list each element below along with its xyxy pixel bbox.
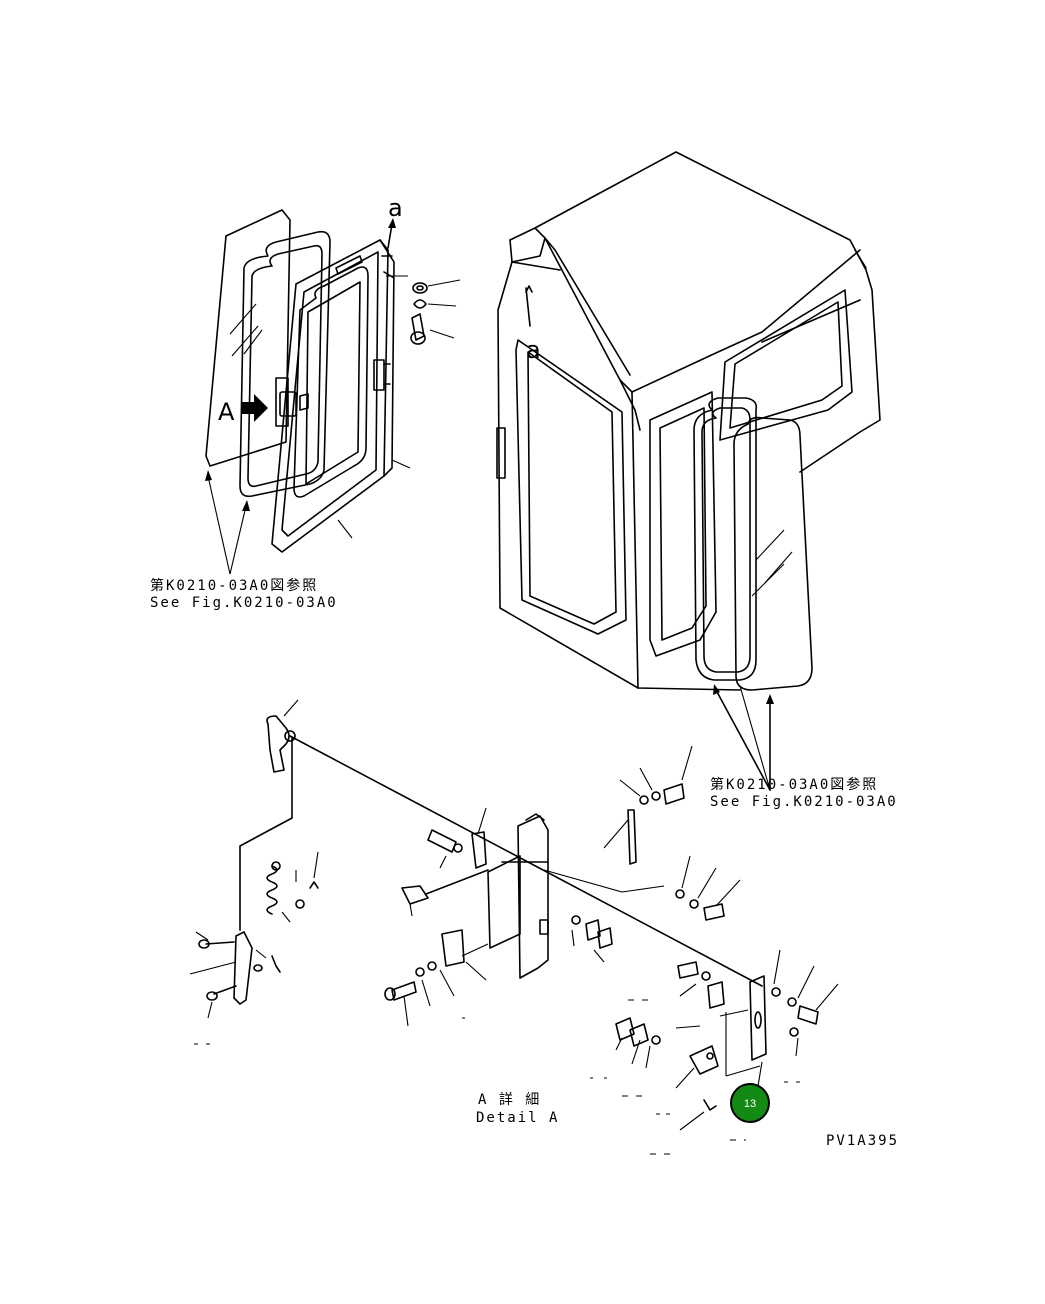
door-ref-jp: 第K0210-03A0図参照 (150, 577, 318, 594)
detail-a-parts (189, 699, 839, 1155)
callout-number[interactable]: 13 (744, 1098, 756, 1110)
detail-title-jp: A 詳 細 (478, 1092, 541, 1108)
window-ref-en: See Fig.K0210-03A0 (710, 794, 898, 810)
cab-side-window (693, 397, 813, 791)
cab-body (496, 151, 881, 691)
view-marker-a: A (218, 398, 235, 426)
callout-circle[interactable] (730, 1083, 770, 1123)
door-ref-en: See Fig.K0210-03A0 (150, 595, 338, 611)
door-assembly (205, 209, 461, 575)
part-callout-13[interactable]: 13 (730, 1083, 770, 1123)
drawing-code: PV1A395 (826, 1133, 899, 1149)
view-label-a-upper: a (388, 194, 403, 222)
view-label-a-cab: a (526, 336, 541, 364)
window-ref-jp: 第K0210-03A0図参照 (710, 776, 878, 793)
detail-title-en: Detail A (476, 1110, 559, 1126)
